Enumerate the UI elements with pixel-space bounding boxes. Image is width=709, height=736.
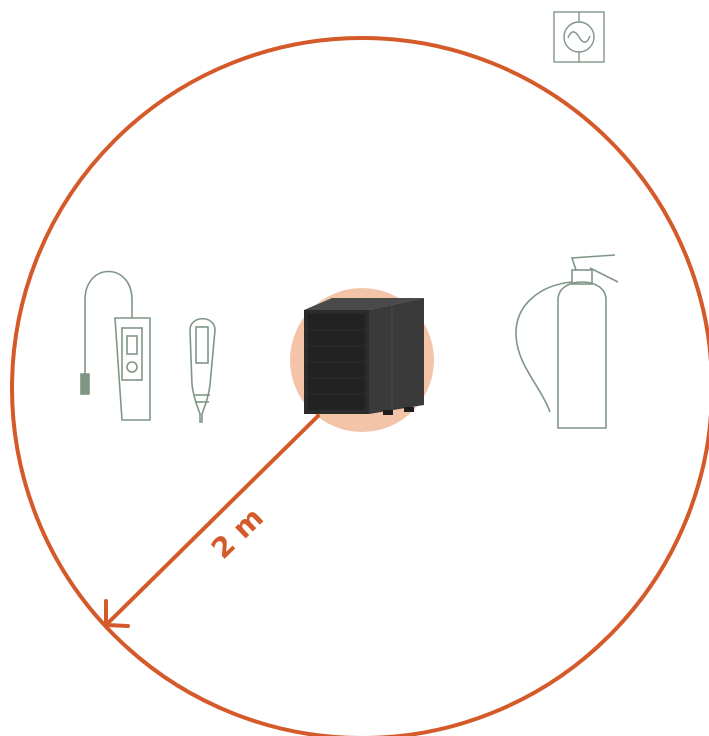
heat-pump-outdoor-unit-icon bbox=[290, 288, 434, 432]
radius-arrow bbox=[106, 416, 318, 626]
fire-extinguisher-icon bbox=[516, 255, 618, 428]
handheld-probe-icon bbox=[190, 319, 215, 422]
radius-label: 2 m bbox=[205, 501, 270, 565]
ac-power-outlet-icon bbox=[554, 12, 604, 62]
refrigerant-leak-detector-icon bbox=[81, 272, 150, 421]
